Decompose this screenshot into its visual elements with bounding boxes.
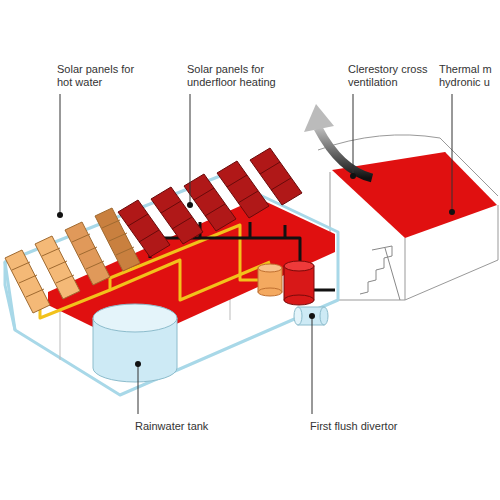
callout-label: Clerestory cross ventilation [348,63,443,89]
callout-label: Thermal m hydronic u [439,63,497,89]
callout-label: Solar panels for hot water [57,63,145,89]
callout-label: Solar panels for underfloor heating [187,63,302,89]
callout-label: Rainwater tank [135,420,255,433]
callout-label: First flush divertor [310,420,460,433]
